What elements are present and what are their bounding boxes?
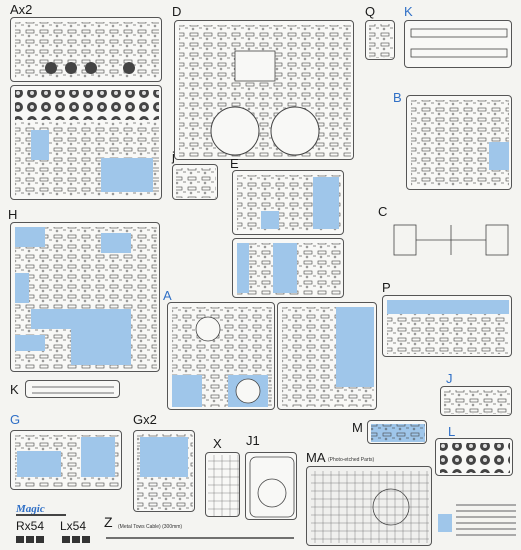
- sprue-label-m: M: [352, 420, 363, 435]
- sprue-label-l: L: [448, 424, 456, 439]
- sprue-c: [392, 215, 510, 265]
- sprue-p-parts: [387, 300, 509, 354]
- sprue-x: [205, 452, 240, 517]
- svg-text:Magic: Magic: [15, 503, 45, 515]
- sprue-e-bottom: [232, 238, 344, 298]
- sprue-x-parts: [208, 455, 239, 516]
- sprue-label-h: H: [8, 207, 18, 222]
- sprue-label-j: J: [446, 371, 453, 386]
- sprue-g-parts: [15, 435, 119, 487]
- part-note-z: (Metal Tows Cable) (300mm): [118, 524, 183, 530]
- brand-logo-mark: Magic: [15, 503, 66, 516]
- sprue-k-top: [404, 20, 512, 68]
- sprue-k-parts: [32, 386, 114, 394]
- sprue-label-g: G: [10, 412, 21, 427]
- sprue-label-ax2: Ax2: [10, 2, 33, 17]
- sprue-j: [440, 386, 512, 416]
- sprue-gx2: [133, 430, 195, 512]
- sprue-j-small: [172, 164, 218, 200]
- sprue-h: [10, 222, 160, 372]
- sprue-ax2-upper-parts: [15, 22, 159, 79]
- track-links-icon: [16, 536, 90, 543]
- sprue-a-extension: [277, 302, 377, 410]
- sprue-h-parts: [15, 227, 157, 369]
- sprue-label-k-top: K: [404, 4, 413, 19]
- sprue-label-d: D: [172, 4, 182, 19]
- sprue-note-ma: (Photo-etched Parts): [328, 457, 375, 463]
- sprue-c-parts: [393, 224, 509, 256]
- sprue-q: [365, 20, 395, 60]
- sprue-e-top-parts: [237, 175, 341, 232]
- sprue-a: [167, 302, 275, 410]
- sprue-l: [435, 438, 513, 476]
- sprue-b: [406, 95, 512, 190]
- legend-swatches: [438, 504, 516, 536]
- sprue-label-q: Q: [365, 4, 376, 19]
- sprue-ma: [306, 466, 432, 546]
- tow-cable-icon: [106, 537, 294, 539]
- sprue-a-extension-parts: [282, 307, 374, 407]
- sprue-label-k: K: [10, 382, 19, 397]
- color-legend: [438, 500, 518, 546]
- part-label-rx54: Rx54: [16, 519, 45, 533]
- sprue-label-j-small: j: [172, 149, 175, 164]
- sprue-label-p: P: [382, 280, 391, 295]
- sprue-ax2-upper: [10, 17, 162, 82]
- sprue-label-gx2: Gx2: [133, 412, 157, 427]
- part-label-lx54: Lx54: [60, 519, 87, 533]
- sprue-label-j1: J1: [246, 433, 260, 448]
- sprue-ma-parts: [311, 471, 429, 543]
- sprue-l-parts: [440, 443, 510, 473]
- sprue-q-parts: [369, 24, 393, 58]
- sprue-k-top-parts: [410, 28, 508, 58]
- sprue-e-bottom-parts: [237, 243, 341, 295]
- sprue-label-b: B: [393, 90, 402, 105]
- sprue-ax2-lower: [10, 85, 162, 200]
- sprue-j-small-parts: [176, 168, 216, 198]
- sprue-label-a: A: [163, 288, 172, 303]
- sprue-j-parts: [444, 390, 510, 414]
- sprue-b-parts: [411, 100, 509, 187]
- sprue-a-parts: [172, 307, 272, 407]
- sprue-label-e: E: [230, 156, 239, 171]
- sprue-label-ma: MA: [306, 450, 326, 465]
- sprue-e-top: [232, 170, 344, 235]
- sprue-m: [367, 420, 427, 444]
- sprue-k: [25, 380, 120, 398]
- sprue-gx2-parts: [137, 434, 193, 510]
- part-label-z: Z: [104, 514, 113, 530]
- sprue-j1-parts: [249, 456, 295, 518]
- sprue-m-parts: [371, 424, 425, 442]
- sprue-d-parts: [179, 25, 351, 157]
- sprue-ax2-lower-parts: [15, 90, 159, 196]
- sprue-d: [174, 20, 354, 160]
- sprue-label-c: C: [378, 204, 388, 219]
- sprue-label-x: X: [213, 436, 222, 451]
- brand-logo: Magic: [14, 500, 84, 520]
- sprue-j1: [245, 452, 297, 520]
- sprue-g: [10, 430, 122, 490]
- sprue-p: [382, 295, 512, 357]
